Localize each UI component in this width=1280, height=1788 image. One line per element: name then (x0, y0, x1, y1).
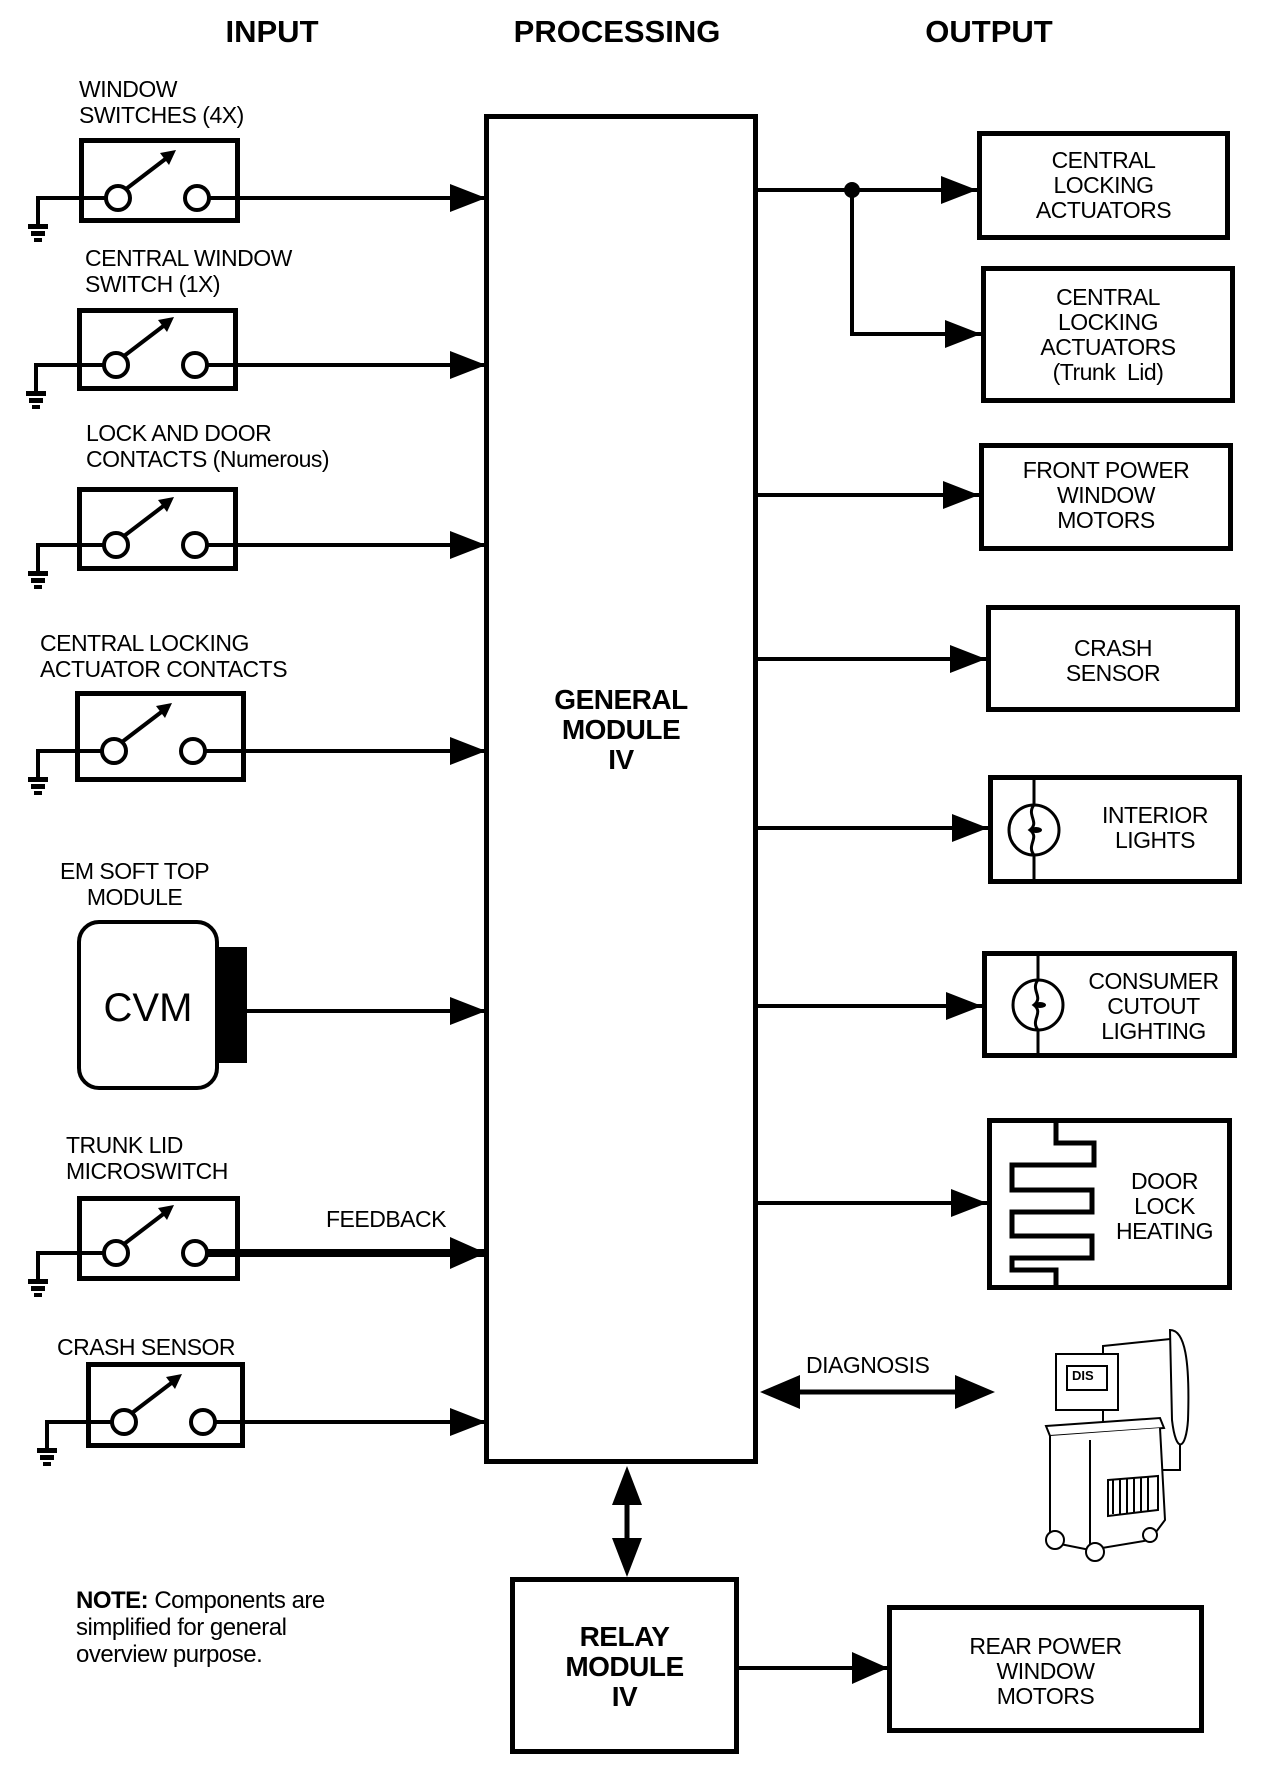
arrow-icon (946, 992, 982, 1020)
bulb-icon (1007, 779, 1061, 881)
arrow-icon (450, 531, 486, 559)
input-central-window-switch (77, 308, 238, 391)
heater-icon (1009, 1122, 1097, 1285)
cvm-label: CVM (103, 986, 193, 1030)
output-door-lock-heating: DOOR LOCK HEATING (987, 1118, 1232, 1290)
input-central-locking-contacts (75, 691, 246, 782)
output-label: REAR POWER WINDOW MOTORS (969, 1633, 1122, 1709)
diagnosis-label: DIAGNOSIS (806, 1352, 930, 1378)
note-bold: NOTE: (76, 1587, 149, 1614)
output-interior-lights: INTERIOR LIGHTS (988, 775, 1242, 884)
cvm-module: CVM (77, 920, 219, 1090)
input-label-trunk-lid: TRUNK LID MICROSWITCH (66, 1132, 228, 1184)
output-label: CONSUMER CUTOUT LIGHTING (1088, 968, 1219, 1044)
input-lock-door-contacts (77, 487, 238, 571)
output-central-locking-actuators: CENTRAL LOCKING ACTUATORS (977, 131, 1230, 240)
arrow-icon (450, 997, 486, 1025)
input-label-central-window-switch: CENTRAL WINDOW SWITCH (1X) (85, 245, 292, 297)
input-crash-sensor (86, 1362, 245, 1448)
output-label: CENTRAL LOCKING ACTUATORS (1035, 147, 1172, 223)
arrow-icon (450, 1237, 486, 1269)
arrow-icon (852, 1652, 888, 1684)
output-label: FRONT POWER WINDOW MOTORS (1022, 457, 1190, 533)
arrow-icon (941, 176, 977, 204)
input-column-header: INPUT (225, 14, 319, 49)
output-column-header: OUTPUT (925, 14, 1053, 49)
output-label: CENTRAL LOCKING ACTUATORS (Trunk Lid) (1040, 284, 1176, 385)
bulb-icon (1011, 955, 1065, 1055)
arrow-down-icon (612, 1538, 642, 1577)
general-module-box (484, 114, 758, 1464)
arrow-icon (950, 645, 986, 673)
output-label: INTERIOR LIGHTS (1102, 802, 1208, 853)
output-consumer-cutout-lighting: CONSUMER CUTOUT LIGHTING (982, 951, 1237, 1058)
input-label-window-switches: WINDOW SWITCHES (4X) (79, 76, 244, 128)
output-label: CRASH SENSOR (1065, 635, 1161, 686)
output-front-power-window: FRONT POWER WINDOW MOTORS (979, 443, 1233, 551)
diagnostic-screen-text: DIS (1072, 1368, 1094, 1383)
processing-column-header: PROCESSING (513, 14, 721, 49)
output-label: DOOR LOCK HEATING (1115, 1168, 1214, 1244)
input-label-lock-door-contacts: LOCK AND DOOR CONTACTS (Numerous) (86, 420, 330, 472)
arrow-icon (450, 737, 486, 765)
arrow-left-icon (760, 1375, 800, 1409)
output-crash-sensor: CRASH SENSOR (986, 605, 1240, 712)
note-body: Components are simplified for general ov… (76, 1587, 325, 1668)
arrow-right-icon (955, 1375, 995, 1409)
arrow-icon (952, 814, 988, 842)
input-label-em-soft-top: EM SOFT TOP MODULE (60, 858, 210, 910)
switch-icon (37, 1374, 217, 1466)
arrow-icon (450, 351, 486, 379)
arrow-icon (943, 481, 979, 509)
note-text: NOTE: Components are simplified for gene… (76, 1587, 325, 1668)
general-module-label: GENERAL MODULE IV (554, 684, 688, 775)
input-label-crash-sensor: CRASH SENSOR (57, 1334, 236, 1360)
switch-icon (28, 497, 209, 589)
input-window-switches (79, 138, 240, 223)
diagnostic-computer-icon (1044, 1328, 1190, 1562)
arrow-icon (951, 1189, 987, 1217)
input-trunk-lid-microswitch (77, 1196, 240, 1281)
output-rear-power-window: REAR POWER WINDOW MOTORS (887, 1605, 1204, 1733)
input-label-central-locking-contacts: CENTRAL LOCKING ACTUATOR CONTACTS (40, 630, 288, 682)
feedback-label: FEEDBACK (326, 1206, 446, 1232)
arrow-icon (945, 320, 981, 348)
arrow-up-icon (612, 1466, 642, 1505)
arrow-icon (450, 1408, 486, 1436)
arrow-icon (450, 184, 486, 212)
relay-module-box: RELAY MODULE IV (510, 1577, 739, 1754)
relay-module-label: RELAY MODULE IV (565, 1621, 684, 1712)
output-central-locking-trunk: CENTRAL LOCKING ACTUATORS (Trunk Lid) (981, 266, 1235, 403)
connector-icon (219, 947, 247, 1063)
